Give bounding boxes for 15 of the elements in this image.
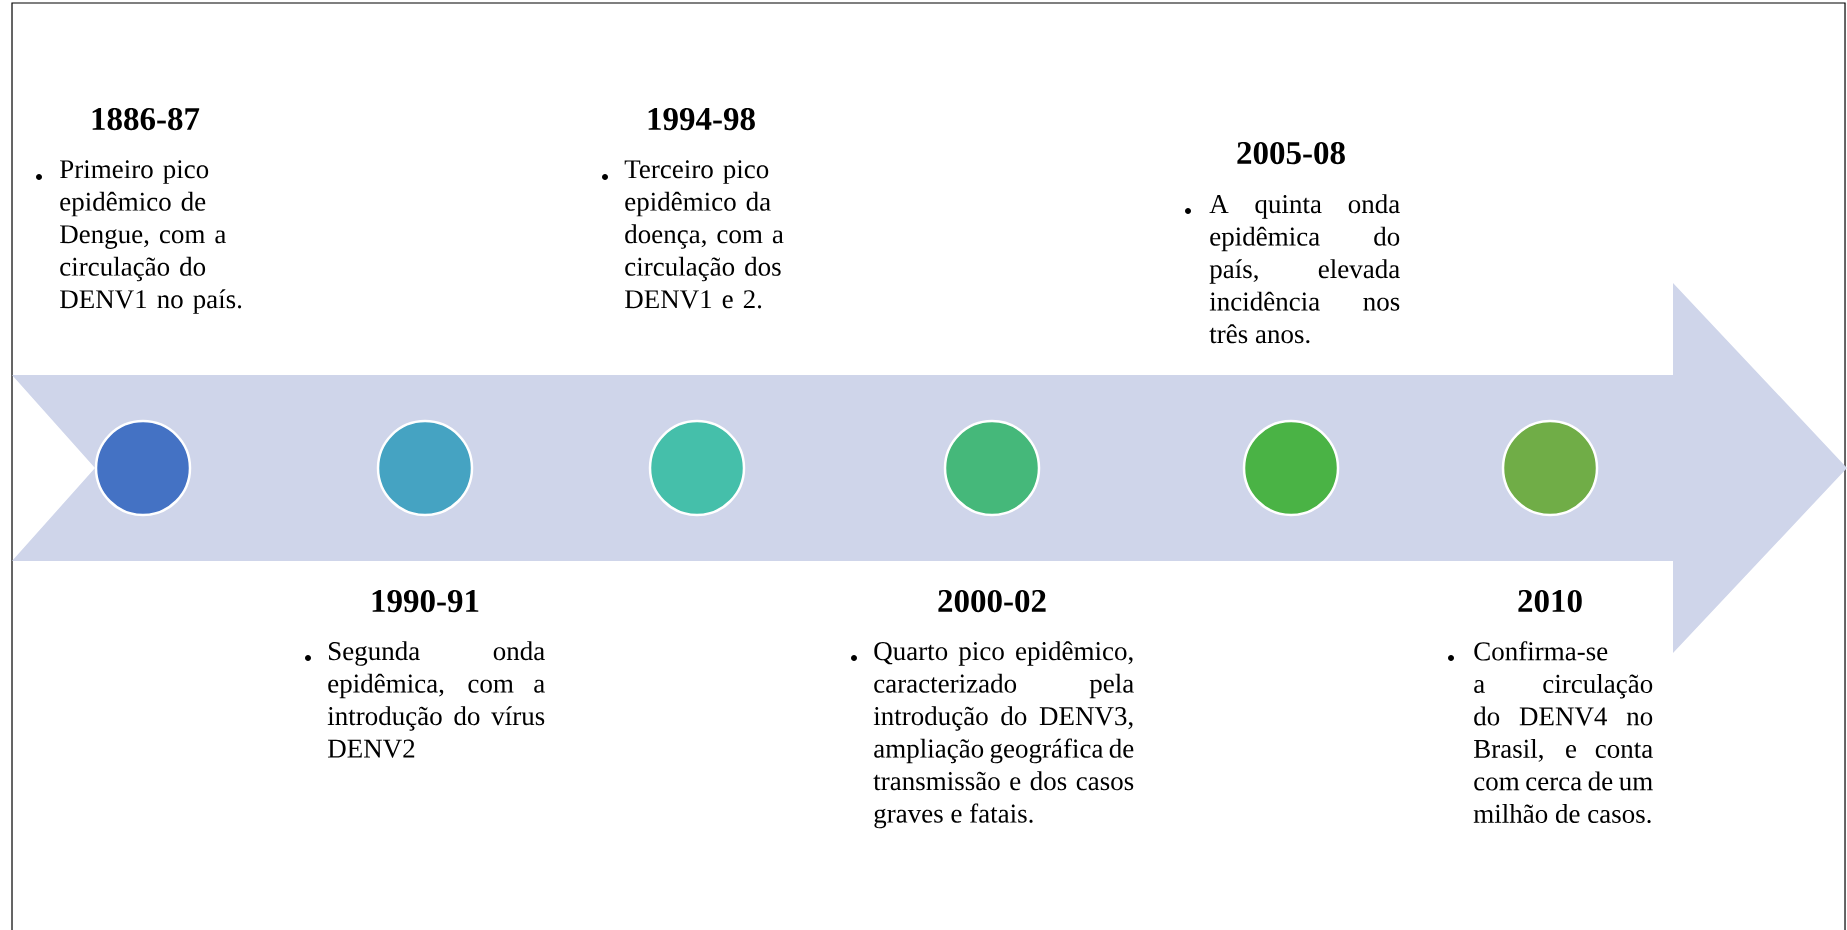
event-description: Confirma-se a circulação do DENV4 no Brasil, e conta com cerca de um milhão de casos. xyxy=(1473,641,1653,824)
timeline-circle xyxy=(376,419,474,517)
year-heading: 2005-08 xyxy=(1237,141,1345,165)
timeline-circle xyxy=(943,419,1041,517)
timeline-circle xyxy=(94,419,192,517)
timeline-circle xyxy=(648,419,746,517)
timeline-circle xyxy=(1501,419,1599,517)
event-description: A quinta onda epidêmica do país, elevada incidência nos três anos. xyxy=(1209,194,1400,344)
year-heading: 1994-98 xyxy=(648,107,755,131)
timeline-circle xyxy=(1242,419,1340,517)
event-description: Quarto pico epidêmico, caracterizado pela introdução do DENV3, ampliação geográfica de transmissão e dos casos graves e fatais. xyxy=(873,641,1134,829)
event-description: Primeiro pico epidêmico de Dengue, com a circulação do DENV1 no país. xyxy=(60,160,242,314)
event-description: Terceiro pico epidêmico da doença, com a circulação dos DENV1 e 2. xyxy=(624,160,784,309)
event-description: Segunda onda epidêmica, com a introdução do vírus DENV2 xyxy=(327,641,545,758)
year-heading: 1886-87 xyxy=(92,107,200,131)
